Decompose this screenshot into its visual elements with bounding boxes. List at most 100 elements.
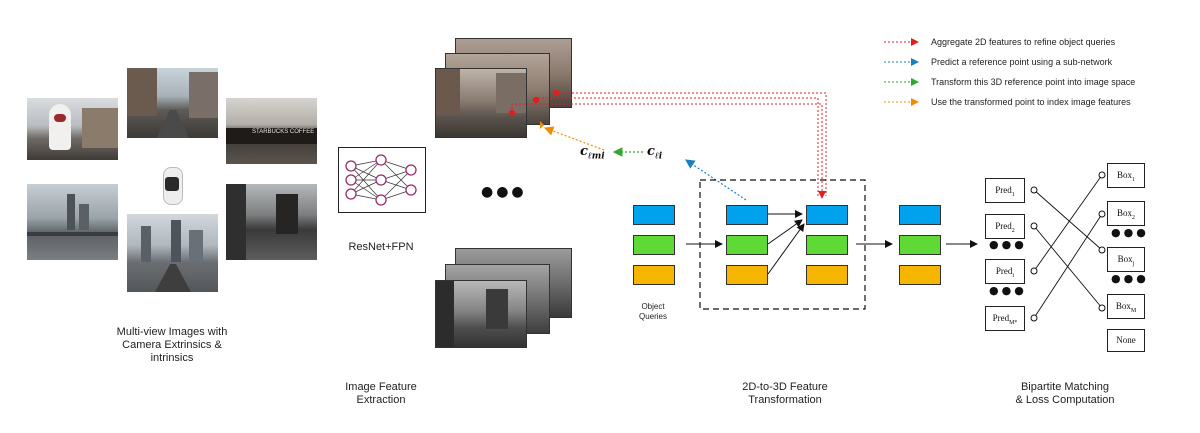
c-li-sub: ℓi (654, 151, 663, 162)
gt-box-label: Box (1116, 170, 1132, 180)
index-arrow (543, 126, 605, 151)
neural-network-icon (345, 154, 417, 206)
output-query-orange (899, 265, 941, 285)
c-li-label: cℓi (647, 144, 662, 162)
aggregate-line (556, 92, 827, 196)
c-lmi-label: cℓmi (580, 144, 605, 162)
gt-box: BoxM (1107, 294, 1145, 319)
query-input-orange (726, 265, 768, 285)
query-input-green (726, 235, 768, 255)
box-ellipsis: ●●● (1111, 272, 1149, 285)
transform-caption: 2D-to-3D Feature Transformation (715, 381, 855, 407)
feature-extraction-caption-line: Image Feature (345, 381, 417, 393)
gt-box-label: Box (1117, 254, 1133, 264)
legend-item-predict: Predict a reference point using a sub-ne… (931, 57, 1113, 67)
matching-edge (1033, 174, 1103, 272)
pred-sub: M* (1009, 319, 1018, 326)
object-query-green (633, 235, 675, 255)
gt-box-label: Box (1116, 208, 1132, 218)
multiview-caption-line: Camera Extrinsics & (122, 339, 222, 351)
pred-node (1030, 186, 1038, 194)
pred-label: Pred (995, 266, 1013, 276)
aggregate-line (511, 103, 826, 199)
pred-label: Pred (995, 221, 1012, 231)
camera-image-front (127, 68, 218, 138)
transform-caption-line: Transformation (748, 394, 822, 406)
gt-box: Boxj (1107, 247, 1145, 272)
gt-box-label: Box (1115, 301, 1131, 311)
legend-item-aggregate: Aggregate 2D features to refine object q… (931, 37, 1116, 47)
pred-sub: 1 (1011, 191, 1015, 198)
pred-box: Pred1 (985, 178, 1025, 203)
matching-caption-line: & Loss Computation (1015, 394, 1115, 406)
output-query-green (899, 235, 941, 255)
pred-label: Pred (992, 313, 1010, 323)
gt-box-sub: j (1132, 260, 1135, 267)
multiview-caption-line: intrinsics (150, 352, 194, 364)
gt-box-sub: 1 (1132, 176, 1135, 183)
matching-caption-line: Bipartite Matching (1020, 381, 1110, 393)
multiview-caption: Multi-view Images with Camera Extrinsics… (92, 326, 252, 365)
pred-sub: i (1012, 272, 1015, 279)
output-query-blue (899, 205, 941, 225)
box-node (1098, 246, 1106, 254)
refined-query-orange (806, 265, 848, 285)
projected-point-marker (540, 121, 544, 129)
transform-caption-line: 2D-to-3D Feature (742, 381, 828, 393)
refined-query-blue (806, 205, 848, 225)
matching-edge (1033, 213, 1103, 319)
multiview-caption-line: Multi-view Images with (116, 326, 228, 338)
aggregate-line (535, 97, 819, 196)
resnet-caption: ResNet+FPN (348, 241, 414, 253)
object-query-orange (633, 265, 675, 285)
pred-node (1030, 314, 1038, 322)
pred-ellipsis: ●●● (989, 284, 1027, 297)
matching-caption: Bipartite Matching & Loss Computation (995, 381, 1135, 407)
box-ellipsis: ●●● (1111, 226, 1149, 239)
pred-node (1030, 222, 1038, 230)
box-node (1098, 171, 1106, 179)
feature-map-bottom-front (435, 280, 527, 348)
object-query-blue (633, 205, 675, 225)
flow-arrow (767, 219, 803, 245)
feature-extraction-caption-line: Extraction (356, 394, 406, 406)
camera-image-back-right (226, 184, 317, 260)
matching-edge (1033, 225, 1103, 309)
ego-vehicle-image (158, 163, 186, 207)
c-lmi-sub: ℓmi (587, 151, 605, 162)
object-queries-caption-line: Object (641, 302, 665, 311)
matching-edge (1033, 189, 1103, 251)
gt-box-sub: 2 (1132, 214, 1135, 221)
feature-maps-ellipsis: ●●● (481, 184, 527, 200)
pred-node (1030, 267, 1038, 275)
box-node (1098, 304, 1106, 312)
camera-image-back (127, 214, 218, 292)
gt-box: Box2 (1107, 201, 1145, 226)
backbone-network-box (338, 147, 426, 213)
c-li-base: c (647, 144, 655, 159)
pred-box: Predi (985, 259, 1025, 284)
legend-item-transform: Transform this 3D reference point into i… (931, 77, 1136, 87)
storefront-sign: STARBUCKS COFFEE (252, 129, 315, 135)
camera-image-back-left (27, 184, 118, 260)
query-input-blue (726, 205, 768, 225)
pred-box: Pred2 (985, 214, 1025, 239)
box-node (1098, 210, 1106, 218)
camera-image-front-left (27, 98, 118, 160)
none-box: None (1107, 329, 1145, 352)
camera-image-front-right: STARBUCKS COFFEE (226, 98, 317, 164)
pred-ellipsis: ●●● (989, 238, 1027, 251)
object-queries-caption: Object Queries (618, 302, 688, 322)
pred-label: Pred (995, 185, 1012, 195)
feature-map-top-front (435, 68, 527, 138)
refined-query-green (806, 235, 848, 255)
pred-box: PredM* (985, 306, 1025, 331)
feature-extraction-caption: Image Feature Extraction (321, 381, 441, 407)
object-queries-caption-line: Queries (638, 312, 667, 321)
c-lmi-base: c (580, 144, 588, 159)
flow-arrow (767, 223, 805, 275)
gt-box: Box1 (1107, 163, 1145, 188)
pred-sub: 2 (1011, 227, 1015, 234)
gt-box-sub: M (1130, 307, 1137, 314)
